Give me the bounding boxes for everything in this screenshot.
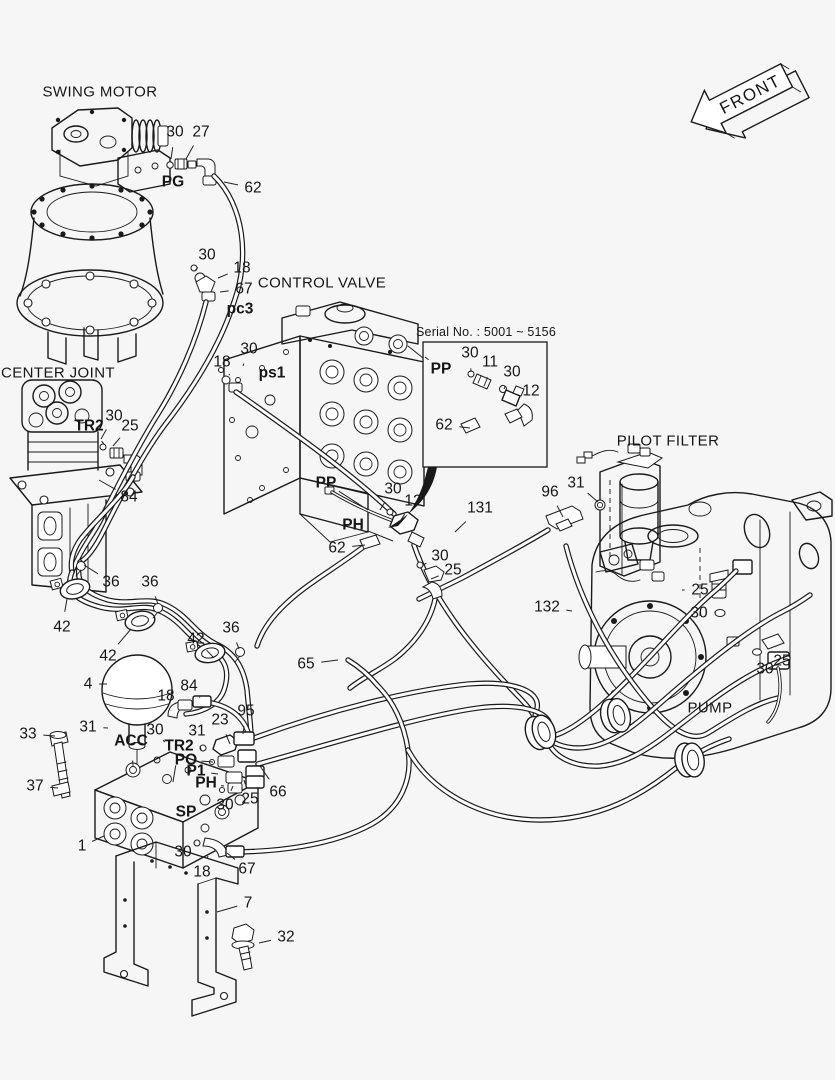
part-callout-leader: [170, 147, 174, 160]
part-callout-leader: [566, 609, 573, 612]
swing-motor-drawing: [16, 107, 217, 365]
part-callout-leader: [379, 501, 386, 511]
part-callout-leader: [217, 273, 228, 279]
serial-inset-box: [388, 341, 548, 528]
port-label-leader: [211, 772, 219, 775]
port-label-leader: [101, 440, 105, 445]
part-callout-leader: [225, 734, 231, 745]
part-callout-leader: [98, 479, 116, 490]
part-callout-leader: [259, 765, 270, 780]
port-label-leader: [338, 490, 369, 511]
part-callout-leader: [64, 598, 68, 612]
part-callout-leader: [459, 426, 471, 429]
part-callout-leader: [556, 505, 564, 518]
part-callout-leader: [50, 786, 59, 789]
part-callout-leader: [194, 267, 199, 272]
pilot-filter-drawing: [545, 443, 664, 577]
part-callout-leader: [422, 562, 427, 566]
part-callout-leader: [242, 726, 245, 735]
part-callout-leader: [219, 290, 229, 293]
part-callout-leader: [199, 745, 202, 751]
part-callout-leader: [216, 905, 238, 913]
fittings-and-clamps: [49, 508, 705, 858]
center-joint-drawing: [9, 379, 143, 593]
accumulator-drawing: [101, 654, 173, 767]
valve-block-drawing: [49, 731, 259, 971]
part-callout-leader: [430, 575, 439, 580]
part-callout-leader: [117, 628, 132, 645]
part-callout-leader: [517, 399, 520, 402]
control-valve-drawing: [190, 264, 425, 543]
port-label-leader: [424, 356, 429, 361]
part-callout-leader: [91, 835, 105, 842]
part-callout-leader: [503, 385, 506, 390]
port-label-leader: [201, 760, 214, 763]
port-label-leader: [367, 530, 394, 542]
part-callout-leader: [242, 363, 245, 367]
port-label-leader: [172, 765, 177, 783]
part-callout-leader: [112, 437, 121, 447]
part-callout-leader: [162, 739, 166, 743]
part-callout-leader: [206, 649, 215, 659]
bracket-drawing: [103, 841, 239, 1017]
part-callout-leader: [398, 513, 406, 524]
part-callout-leader: [154, 596, 159, 605]
part-callout-leader: [321, 659, 339, 663]
part-callout-leader: [199, 697, 201, 699]
part-callout-leader: [454, 521, 467, 533]
part-callout-leader: [258, 939, 272, 944]
part-callout-leader: [243, 779, 246, 785]
part-callout-leader: [236, 642, 240, 650]
part-callout-leader: [185, 145, 194, 160]
part-callout-leader: [352, 544, 366, 547]
part-callout-leader: [100, 429, 107, 440]
part-callout-leader: [230, 785, 234, 792]
part-callout-leader: [228, 373, 231, 376]
part-callout-leader: [83, 564, 99, 575]
part-callout-leader: [206, 855, 209, 858]
part-callout-leader: [587, 492, 599, 503]
part-callout-leader: [43, 734, 56, 737]
part-callout-leader: [226, 852, 236, 860]
part-callout-leader: [223, 181, 239, 186]
